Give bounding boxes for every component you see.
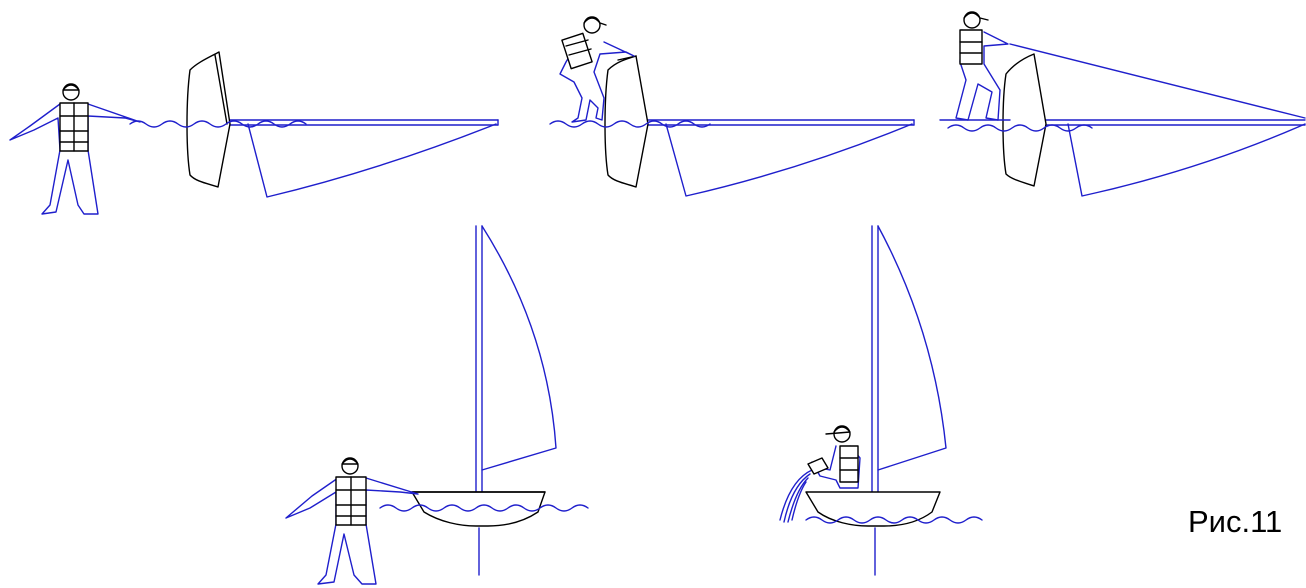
panel-boat-righted-swimmer-holds-side — [286, 226, 588, 584]
mast — [1044, 120, 1305, 125]
person-leaning-back — [956, 12, 1008, 120]
head — [964, 12, 980, 28]
mast — [872, 226, 878, 492]
sail — [1068, 124, 1305, 196]
sail — [878, 226, 946, 470]
hull — [187, 52, 230, 187]
mast — [476, 226, 482, 492]
sail — [248, 124, 496, 197]
person-bailing — [808, 426, 860, 488]
figure-caption: Рис.11 — [1188, 504, 1282, 540]
panel-capsized-swimmer-holds-mast — [10, 52, 498, 214]
panel-bailing-water-from-boat — [780, 226, 982, 575]
life-jacket — [562, 33, 592, 68]
head — [584, 17, 600, 33]
life-jacket — [840, 446, 858, 482]
bailed-water-stream — [780, 470, 812, 522]
head — [63, 84, 79, 100]
sail — [482, 226, 556, 470]
panel-leaning-back-on-centerboard — [940, 12, 1305, 196]
bailer — [808, 458, 828, 474]
life-jacket — [960, 30, 982, 64]
sheet-line — [1010, 44, 1305, 118]
person-swimmer — [10, 84, 140, 214]
head — [834, 426, 850, 442]
head — [342, 458, 358, 474]
sail — [666, 124, 912, 196]
person-holding-side — [286, 458, 418, 584]
panel-climbing-on-centerboard — [550, 17, 914, 196]
